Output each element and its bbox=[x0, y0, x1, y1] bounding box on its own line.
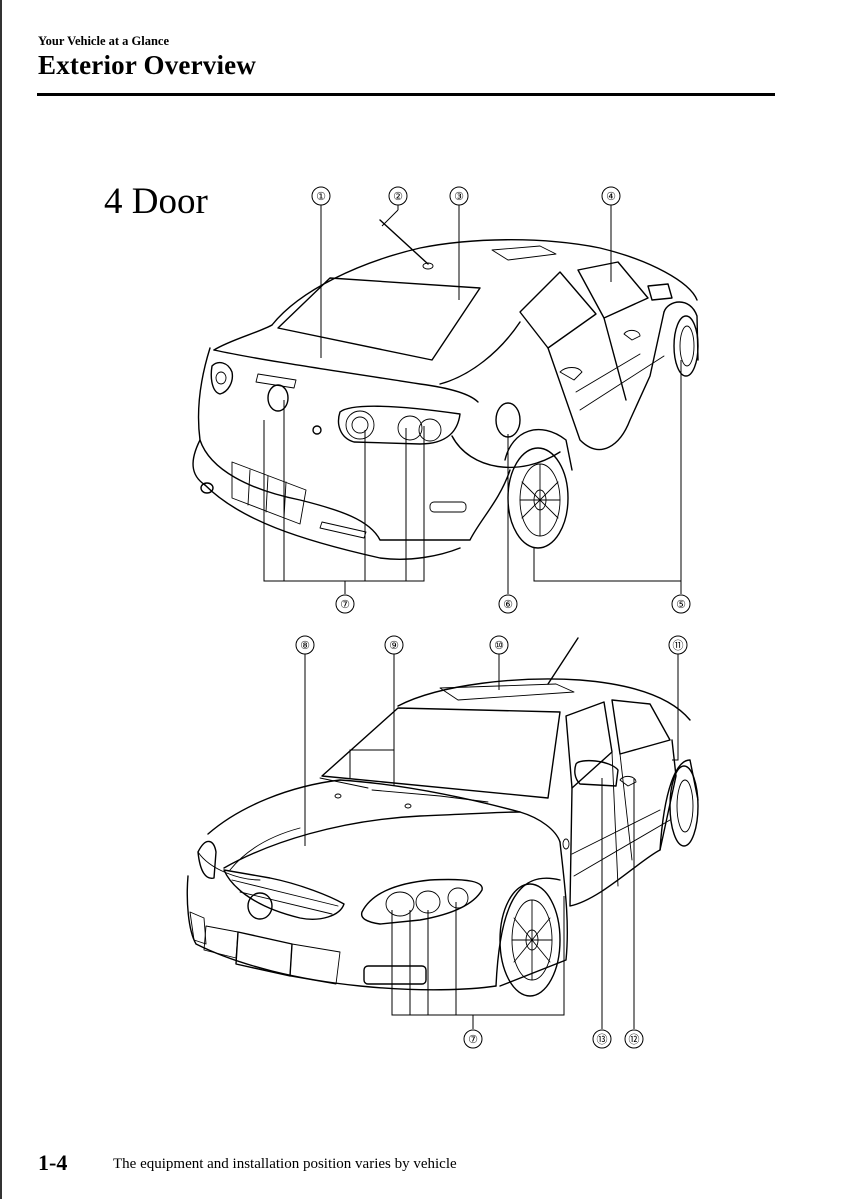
title-divider bbox=[37, 93, 775, 96]
callout-12: ⑫ bbox=[624, 1029, 644, 1049]
svg-text:⑧: ⑧ bbox=[300, 640, 310, 652]
callout-4: ④ bbox=[601, 186, 621, 206]
callout-3: ③ bbox=[449, 186, 469, 206]
svg-text:⑪: ⑪ bbox=[673, 639, 684, 652]
page-edge-rule bbox=[0, 0, 2, 1199]
callout-7-front: ⑦ bbox=[463, 1029, 483, 1049]
svg-text:⑫: ⑫ bbox=[629, 1033, 640, 1046]
svg-text:⑦: ⑦ bbox=[340, 599, 350, 611]
callout-9: ⑨ bbox=[384, 635, 404, 655]
callout-13: ⑬ bbox=[592, 1029, 612, 1049]
callout-6: ⑥ bbox=[498, 594, 518, 614]
svg-text:②: ② bbox=[393, 191, 403, 203]
front-view-car-illustration bbox=[186, 637, 699, 997]
callout-5: ⑤ bbox=[671, 594, 691, 614]
callout-1: ① bbox=[311, 186, 331, 206]
callout-8: ⑧ bbox=[295, 635, 315, 655]
svg-text:④: ④ bbox=[606, 191, 616, 203]
callout-11: ⑪ bbox=[668, 635, 688, 655]
rear-view-car-illustration bbox=[192, 219, 699, 560]
footer-note: The equipment and installation position … bbox=[113, 1156, 457, 1172]
svg-text:③: ③ bbox=[454, 191, 464, 203]
section-label: Your Vehicle at a Glance bbox=[38, 34, 170, 48]
svg-text:⑦: ⑦ bbox=[468, 1034, 478, 1046]
svg-text:⑥: ⑥ bbox=[503, 599, 513, 611]
page-number: 1-4 bbox=[38, 1150, 68, 1175]
page-title: Exterior Overview bbox=[38, 50, 257, 80]
svg-text:①: ① bbox=[316, 191, 326, 203]
callout-10: ⑩ bbox=[489, 635, 509, 655]
variant-heading: 4 Door bbox=[104, 181, 208, 222]
svg-text:⑬: ⑬ bbox=[597, 1033, 608, 1046]
callout-7-rear: ⑦ bbox=[335, 594, 355, 614]
callout-2: ② bbox=[388, 186, 408, 206]
svg-text:⑩: ⑩ bbox=[494, 640, 504, 652]
front-view-leader-lines bbox=[304, 654, 679, 1029]
svg-text:⑨: ⑨ bbox=[389, 640, 399, 652]
rear-view-leader-lines bbox=[263, 205, 682, 594]
svg-text:⑤: ⑤ bbox=[676, 599, 686, 611]
